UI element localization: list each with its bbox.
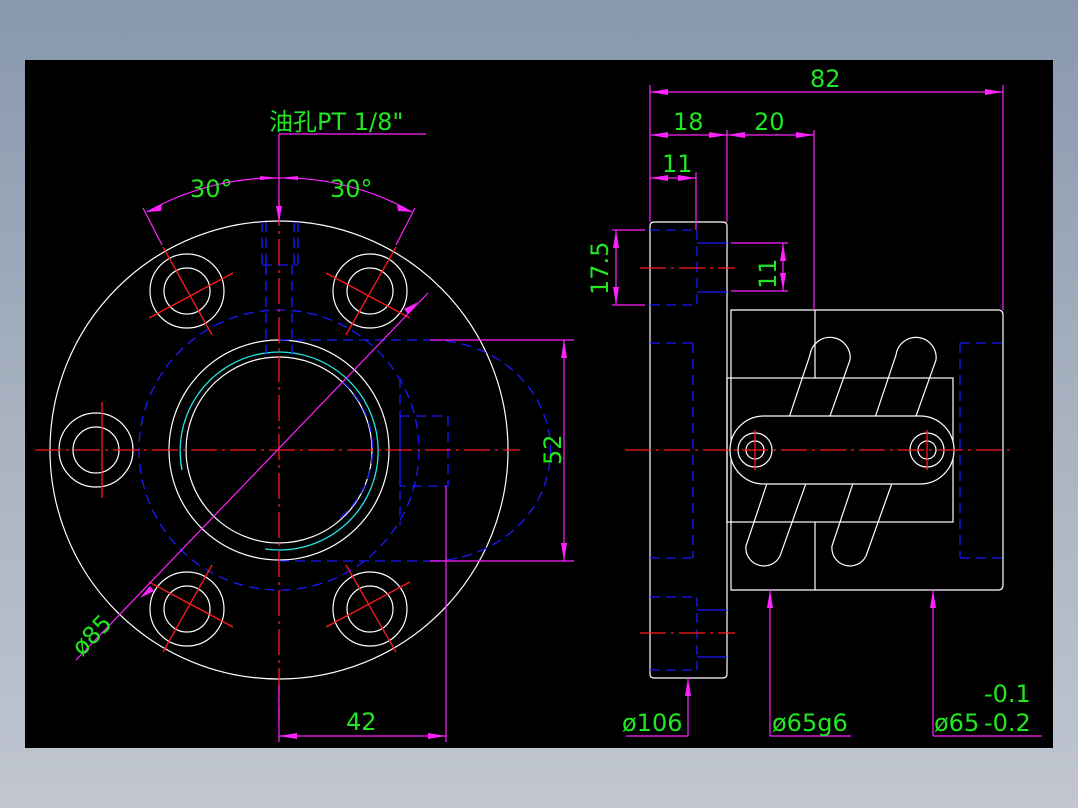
flange-hidden-lines bbox=[650, 229, 1003, 671]
nut-body bbox=[730, 309, 1004, 591]
dim-65g6-label: ø65g6 bbox=[772, 709, 848, 737]
pcd-label: ø85 bbox=[66, 609, 118, 661]
bolt-hole-bottom-right bbox=[325, 564, 411, 653]
cad-drawing-canvas[interactable]: 油孔PT 1/8" 30° 30° ø85 52 42 bbox=[25, 60, 1053, 748]
return-tube-2 bbox=[831, 336, 937, 567]
drawing-svg: 油孔PT 1/8" 30° 30° ø85 52 42 bbox=[35, 65, 1042, 742]
angle-right-label: 30° bbox=[330, 175, 373, 203]
bolt-hole-top-right bbox=[325, 246, 411, 336]
tol-upper-label: -0.1 bbox=[984, 680, 1031, 708]
dim-11-vert-label: 11 bbox=[754, 258, 782, 289]
dim-65-label: ø65 bbox=[934, 709, 979, 737]
bolt-hole-top-left bbox=[148, 246, 234, 336]
dim-11-top-label: 11 bbox=[662, 150, 693, 178]
dim-82-label: 82 bbox=[810, 65, 841, 93]
dim-42-label: 42 bbox=[346, 708, 377, 736]
pcd-dimension-line bbox=[75, 292, 429, 661]
oil-hole-label: 油孔PT 1/8" bbox=[269, 108, 403, 136]
oil-hole-hidden bbox=[261, 222, 552, 562]
side-view: 82 18 20 11 17.5 11 ø bbox=[586, 65, 1042, 737]
return-tube-1 bbox=[745, 336, 851, 567]
thread-arc bbox=[179, 351, 379, 551]
angle-left-label: 30° bbox=[190, 175, 233, 203]
dim-17-5-label: 17.5 bbox=[586, 242, 614, 295]
dim-20-label: 20 bbox=[754, 108, 785, 136]
dim-106-label: ø106 bbox=[622, 709, 683, 737]
tol-lower-label: -0.2 bbox=[984, 709, 1031, 737]
front-view: 油孔PT 1/8" 30° 30° ø85 52 42 bbox=[35, 108, 574, 742]
bolt-hole-bottom-left bbox=[148, 564, 234, 653]
dim-18-label: 18 bbox=[673, 108, 704, 136]
dim-52-label: 52 bbox=[539, 434, 567, 465]
flange-plate bbox=[649, 221, 728, 679]
